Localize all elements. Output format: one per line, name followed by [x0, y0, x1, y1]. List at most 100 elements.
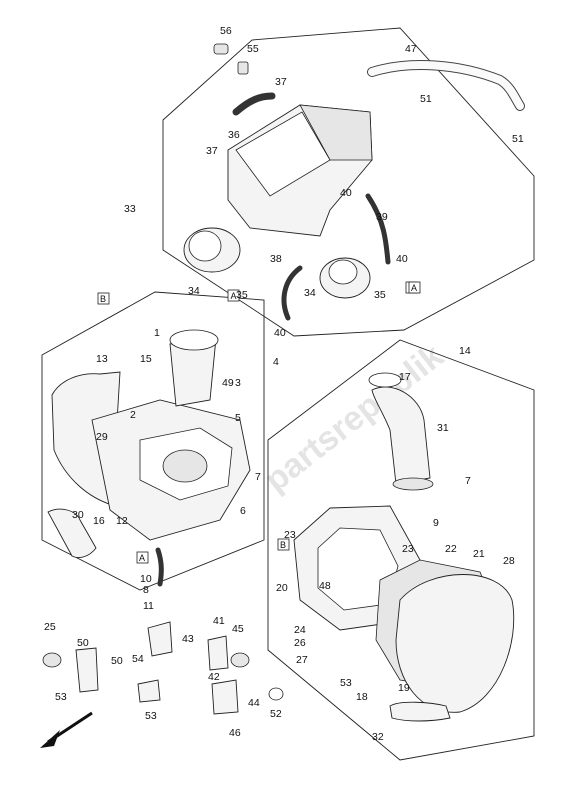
callout-54: 54	[132, 653, 144, 665]
callout-51: 51	[420, 93, 432, 105]
clamp-30	[392, 477, 434, 491]
bracket-44	[211, 679, 239, 715]
callout-53: 53	[145, 710, 157, 722]
callout-40: 40	[340, 187, 352, 199]
group-box-17	[267, 339, 535, 761]
callout-34: 34	[188, 285, 200, 297]
callout-3: 3	[235, 377, 241, 389]
callout-18: 18	[356, 691, 368, 703]
callout-50: 50	[77, 637, 89, 649]
callout-23: 23	[402, 543, 414, 555]
callout-25: 25	[44, 621, 56, 633]
callout-40: 40	[396, 253, 408, 265]
callout-48: 48	[319, 580, 331, 592]
direction-arrow-icon	[40, 711, 93, 748]
ref-marker-box	[136, 551, 149, 564]
ref-marker-a: A	[139, 553, 145, 563]
duct-34-right-opening	[328, 259, 358, 285]
cover-20	[395, 574, 515, 713]
callout-27: 27	[296, 654, 308, 666]
grommet-56	[213, 43, 229, 55]
callout-12: 12	[116, 515, 128, 527]
ref-marker-box	[97, 292, 110, 305]
callout-17: 17	[399, 371, 411, 383]
callout-43: 43	[182, 633, 194, 645]
callout-46: 46	[229, 727, 241, 739]
callout-55: 55	[247, 43, 259, 55]
hose-47	[367, 60, 525, 111]
intake-housing-top	[235, 111, 331, 197]
callout-36: 36	[228, 129, 240, 141]
callout-37: 37	[206, 145, 218, 157]
svg-text:A: A	[231, 291, 237, 301]
callout-22: 22	[445, 543, 457, 555]
duct-31-ring	[368, 372, 402, 388]
callout-32: 32	[372, 731, 384, 743]
callout-30: 30	[72, 509, 84, 521]
callout-50: 50	[111, 655, 123, 667]
callout-26: 26	[294, 637, 306, 649]
callout-10: 10	[140, 573, 152, 585]
ref-marker-a: A	[411, 283, 417, 293]
callout-40: 40	[274, 327, 286, 339]
hose-38	[281, 265, 303, 321]
hose-39	[365, 193, 391, 265]
grommet-50-left	[42, 652, 62, 668]
callout-42: 42	[208, 671, 220, 683]
intake-housing-side	[299, 104, 373, 161]
callout-4: 4	[273, 356, 279, 368]
air-cleaner-port	[162, 449, 208, 483]
bolt-55	[237, 61, 249, 75]
duct-29	[371, 386, 431, 485]
duct-34-left-opening	[188, 230, 222, 262]
callout-31: 31	[437, 422, 449, 434]
ref-marker-box	[408, 281, 421, 294]
callout-28: 28	[503, 555, 515, 567]
callout-47: 47	[405, 43, 417, 55]
ref-marker-a-top: A	[227, 289, 240, 302]
group-box-1	[41, 291, 265, 591]
callout-20: 20	[276, 582, 288, 594]
callout-44: 44	[248, 697, 260, 709]
bracket-45	[207, 635, 229, 671]
callout-29: 29	[96, 431, 108, 443]
callout-45: 45	[232, 623, 244, 635]
callout-53: 53	[55, 691, 67, 703]
callout-15: 15	[140, 353, 152, 365]
bracket-41	[147, 621, 173, 657]
group-box-33	[162, 27, 535, 337]
callout-23: 23	[284, 529, 296, 541]
callout-51: 51	[512, 133, 524, 145]
callout-33: 33	[124, 203, 136, 215]
callout-49: 49	[222, 377, 234, 389]
callout-7: 7	[255, 471, 261, 483]
callout-41: 41	[213, 615, 225, 627]
ref-marker-box	[277, 538, 290, 551]
callout-11: 11	[143, 600, 154, 612]
collar-46	[268, 687, 284, 701]
callout-19: 19	[398, 682, 410, 694]
callout-35: 35	[374, 289, 386, 301]
callout-16: 16	[93, 515, 105, 527]
callout-53: 53	[340, 677, 352, 689]
callout-7: 7	[465, 475, 471, 487]
callout-38: 38	[270, 253, 282, 265]
callout-1: 1	[154, 327, 160, 339]
bracket-42	[137, 679, 161, 703]
hose-47-inner	[368, 61, 524, 110]
callout-2: 2	[130, 409, 136, 421]
callout-39: 39	[376, 211, 388, 223]
hose-8	[155, 547, 164, 587]
callout-6: 6	[240, 505, 246, 517]
callout-35: 35	[236, 289, 248, 301]
bracket-43	[75, 647, 99, 693]
callout-37: 37	[275, 76, 287, 88]
callout-21: 21	[473, 548, 485, 560]
callout-8: 8	[143, 584, 149, 596]
callout-9: 9	[433, 517, 439, 529]
drain-tube-16	[47, 508, 97, 559]
callout-34: 34	[304, 287, 316, 299]
callout-13: 13	[96, 353, 108, 365]
